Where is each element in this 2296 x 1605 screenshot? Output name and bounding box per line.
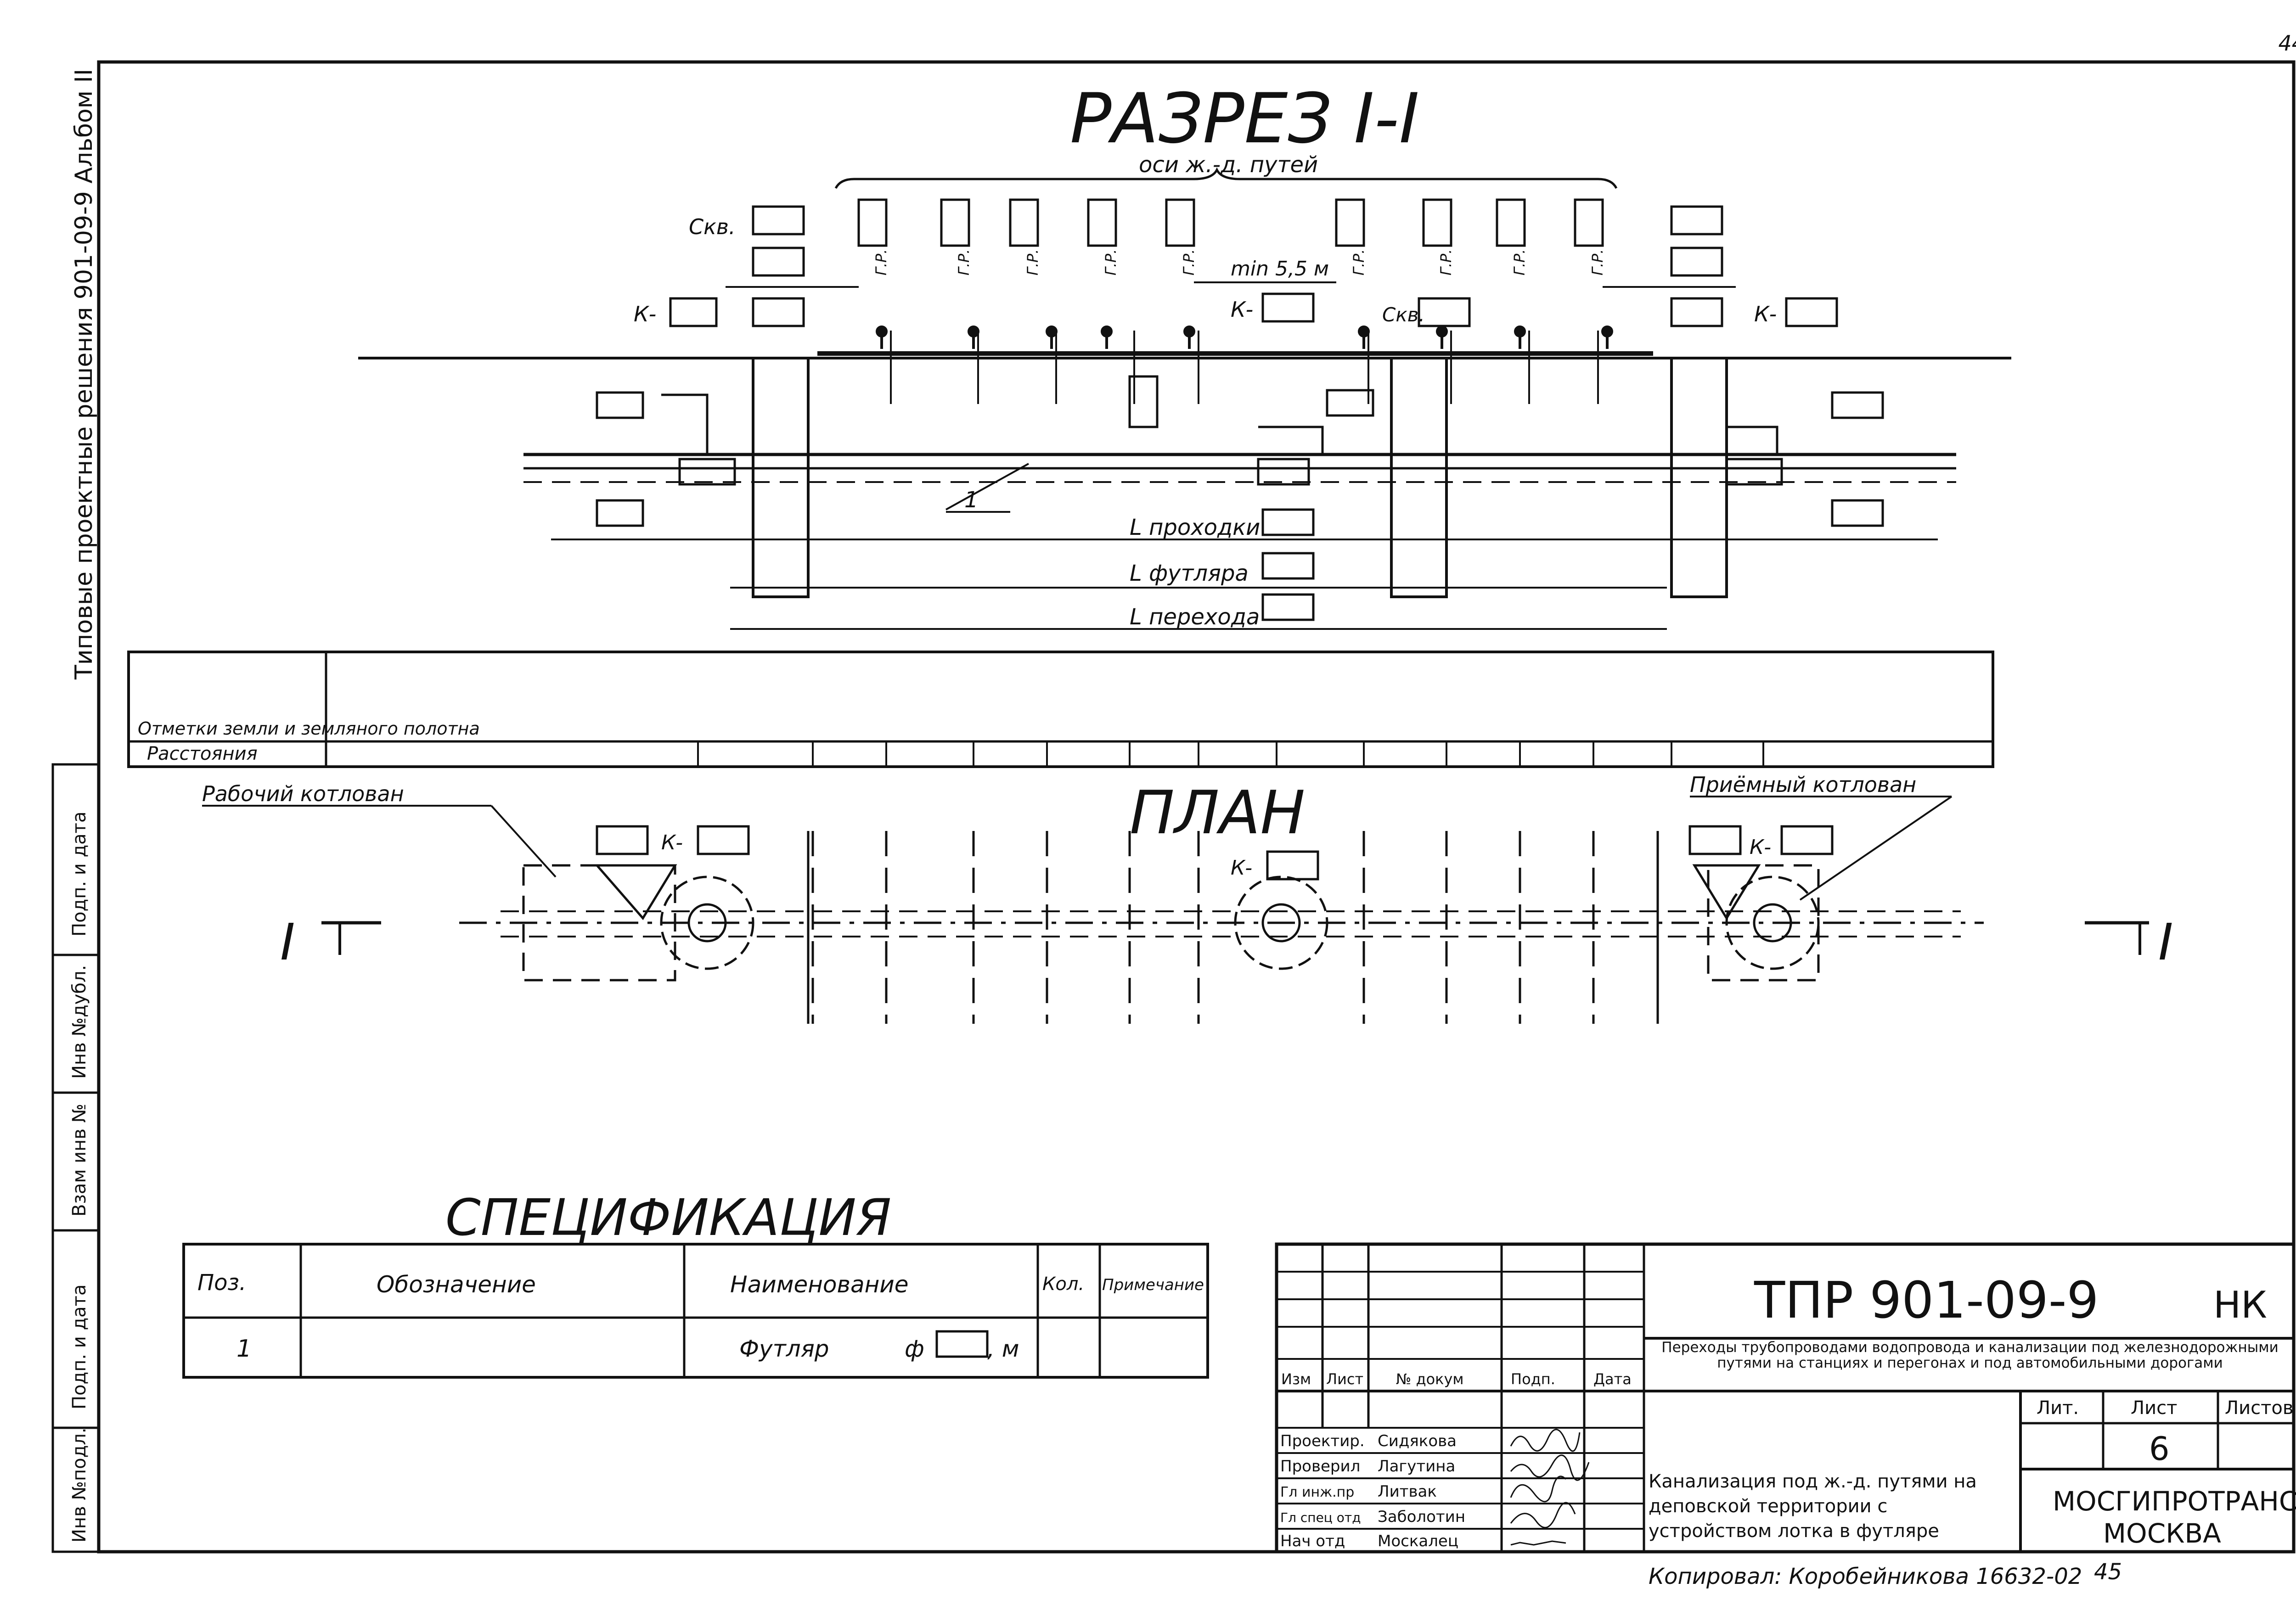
gr-boxes	[857, 198, 1604, 247]
gr-labels: Г.Р. Г.Р. Г.Р. Г.Р. Г.Р. Г.Р. Г.Р. Г.Р. …	[872, 249, 1606, 275]
spec-row-pos: 1	[236, 1335, 252, 1363]
spec-row-unit: , м	[987, 1336, 1019, 1362]
l-crossing-label: L перехода	[1130, 604, 1260, 630]
l-case-label: L футляра	[1130, 561, 1249, 586]
tb-org-line2: МОСКВА	[2103, 1518, 2221, 1549]
cut-mark-left: I	[280, 913, 295, 971]
tb-sheet-label: Лист	[2131, 1397, 2177, 1419]
tb-col-list: Лист	[1326, 1370, 1363, 1388]
signatures	[1510, 1429, 1590, 1546]
center-shaft-wall	[1390, 357, 1448, 598]
gr-label: Г.Р.	[1024, 249, 1041, 275]
plan-title: ПЛАН	[1130, 778, 1305, 847]
gr-label: Г.Р.	[1102, 249, 1120, 275]
k-label-center: К-	[1231, 297, 1253, 322]
page-number: 44	[2278, 31, 2296, 56]
track-axes	[890, 331, 1599, 404]
plan-view: ПЛАН Рабочий котлован Приёмный котлован	[202, 772, 2173, 1024]
gr-label: Г.Р.	[1350, 249, 1367, 275]
side-field-inv-podl: Инв №подл.	[69, 1427, 90, 1543]
side-field-sign-date-2: Подп. и дата	[69, 1285, 90, 1409]
tb-col-izm: Изм	[1281, 1370, 1311, 1388]
spec-row-name: Футляр	[739, 1336, 829, 1362]
gr-label: Г.Р.	[872, 249, 890, 275]
position-marker: 1	[964, 487, 979, 513]
k-label-left: К-	[634, 302, 656, 326]
section-view: РАЗРЕЗ I-I оси ж.-д. путей Скв. К- К- К-…	[358, 79, 2011, 630]
tb-sheet-number: 6	[2149, 1430, 2170, 1468]
spec-header-qty: Кол.	[1042, 1274, 1084, 1295]
tb-role-1: Проектир.	[1280, 1432, 1365, 1450]
spec-header-note: Примечание	[1102, 1276, 1204, 1294]
specification: СПЕЦИФИКАЦИЯ Поз. Обозначение Наименован…	[182, 1188, 1209, 1379]
rails	[876, 325, 1613, 349]
tb-org-line1: МОСГИПРОТРАНС	[2053, 1486, 2296, 1517]
tb-col-date: Дата	[1593, 1370, 1632, 1388]
receiving-pit-wall	[1670, 357, 1728, 598]
receiving-pit-label: Приёмный котлован	[1690, 772, 1916, 797]
copied-by: Копировал: Коробейникова 16632-02	[1649, 1564, 2082, 1589]
side-field-sign-date-1: Подп. и дата	[69, 812, 90, 937]
plan-k-left: К-	[661, 831, 683, 854]
plan-k-center: К-	[1231, 856, 1252, 880]
tb-code: ТПР 901-09-9	[1754, 1271, 2099, 1330]
side-field-vzam-inv: Взам инв №	[69, 1104, 90, 1217]
profile-row-distances: Расстояния	[147, 743, 258, 764]
plan-k-right: К-	[1750, 836, 1771, 859]
min-distance-label: min 5,5 м	[1231, 257, 1329, 281]
tb-description: Переходы трубопроводами водопровода и ка…	[1661, 1340, 2279, 1371]
tb-role-3: Гл инж.пр	[1280, 1484, 1354, 1500]
gr-label: Г.Р.	[1511, 249, 1528, 275]
side-strip: Подп. и дата Инв №дубл. Взам инв № Подп.…	[51, 763, 100, 1553]
l-passage-label: L проходки	[1130, 515, 1260, 540]
tb-name-2: Лагутина	[1378, 1457, 1455, 1476]
profile-row-elevations: Отметки земли и земляного полотна	[138, 718, 480, 739]
section-title: РАЗРЕЗ I-I	[1070, 79, 1419, 159]
track-axes-brace	[834, 167, 1618, 189]
tb-role-5: Нач отд	[1280, 1532, 1345, 1550]
working-pit-wall	[752, 357, 810, 598]
spec-header-pos: Поз.	[197, 1270, 246, 1296]
tb-suffix: НК	[2213, 1284, 2267, 1326]
tb-name-4: Заболотин	[1378, 1508, 1465, 1526]
tb-sheets-label: Листов	[2225, 1397, 2293, 1419]
tb-role-4: Гл спец отд	[1280, 1510, 1361, 1525]
gr-label: Г.Р.	[955, 249, 973, 275]
footer-number: 45	[2094, 1559, 2122, 1585]
spec-row-diameter-sign: ф	[905, 1336, 924, 1362]
tb-sheet-title: Канализация под ж.-д. путями на деповско…	[1649, 1471, 1977, 1542]
track-axes-label: оси ж.-д. путей	[1139, 152, 1318, 178]
profile-table: Отметки земли и земляного полотна Рассто…	[127, 651, 1994, 768]
spec-header-name: Наименование	[730, 1271, 909, 1298]
side-field-inv-dubl: Инв №дубл.	[69, 965, 90, 1079]
gr-label: Г.Р.	[1437, 249, 1455, 275]
well-label-left: Скв.	[689, 214, 736, 239]
k-label-right: К-	[1754, 302, 1777, 326]
title-block: Изм Лист № докум Подп. Дата Проектир. Си…	[1275, 1242, 2296, 1554]
working-pit-label: Рабочий котлован	[202, 781, 404, 806]
tb-name-5: Москалец	[1378, 1532, 1458, 1550]
tb-name-1: Сидякова	[1378, 1432, 1457, 1450]
cut-mark-right: I	[2158, 913, 2173, 971]
tb-name-3: Литвак	[1378, 1482, 1437, 1501]
tb-role-2: Проверил	[1280, 1457, 1360, 1476]
well-label-center: Скв.	[1382, 303, 1425, 326]
gr-label: Г.Р.	[1180, 249, 1198, 275]
spec-header-designation: Обозначение	[377, 1271, 536, 1298]
tb-col-sign: Подп.	[1511, 1370, 1555, 1388]
tb-lit-label: Лит.	[2037, 1397, 2079, 1419]
album-text: Типовые проектные решения 901-09-9 Альбо…	[70, 69, 98, 680]
gr-label: Г.Р.	[1589, 249, 1606, 275]
tb-col-doc: № докум	[1396, 1370, 1464, 1388]
spec-title: СПЕЦИФИКАЦИЯ	[445, 1188, 891, 1247]
